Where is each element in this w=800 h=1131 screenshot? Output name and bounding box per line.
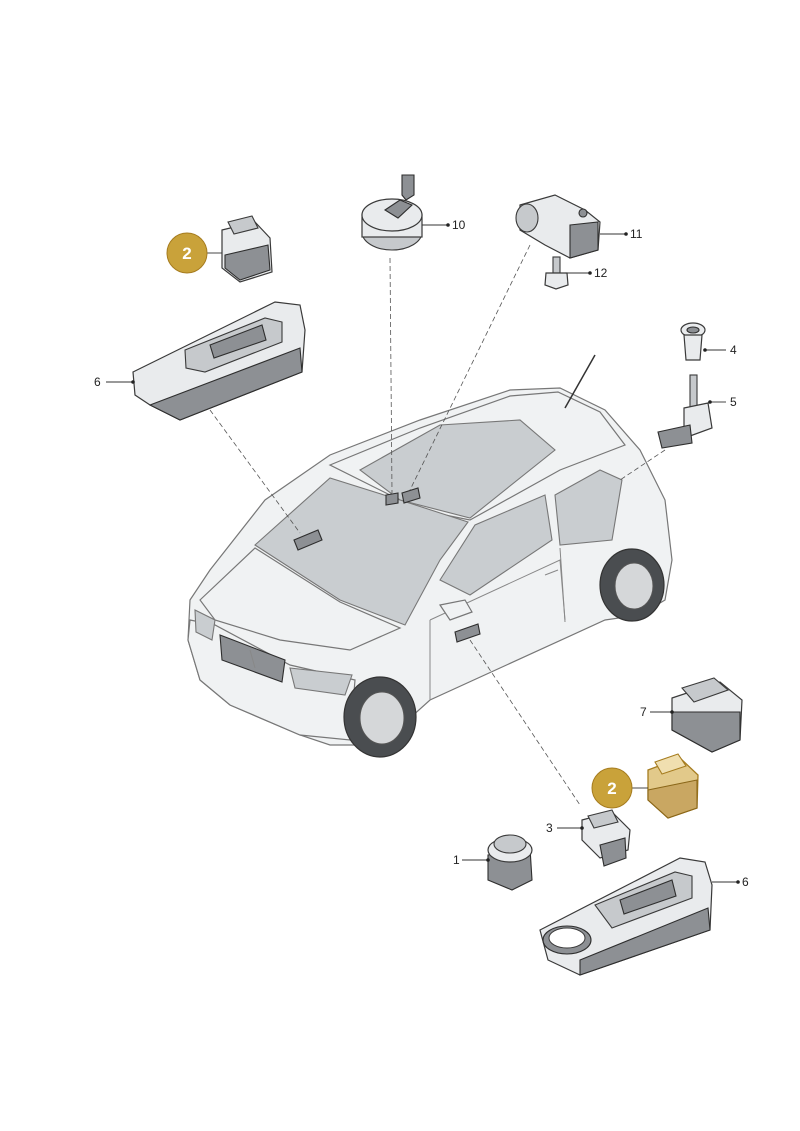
dashed-reference-lines xyxy=(209,244,666,806)
callout-10: 10 xyxy=(452,218,466,232)
part-6-switch-panel-bottom xyxy=(539,857,713,976)
part-7-switch xyxy=(671,677,743,753)
badge-2-top-label: 2 xyxy=(182,244,191,263)
badge-2-bottom-label: 2 xyxy=(607,779,616,798)
callout-11: 11 xyxy=(630,227,643,241)
front-side-window xyxy=(439,494,553,596)
part-4-cap xyxy=(680,322,706,361)
windshield xyxy=(254,477,469,626)
part-3-switch xyxy=(581,809,631,867)
part-2-switch-highlighted xyxy=(647,753,699,819)
part-2-switch-top xyxy=(221,215,273,283)
part-11-motor xyxy=(515,194,601,259)
badge-2-top: 2 xyxy=(166,232,208,274)
car-illustration xyxy=(187,354,673,758)
part-12-screw xyxy=(544,256,569,290)
callout-4: 4 xyxy=(730,343,737,357)
badge-2-bottom: 2 xyxy=(591,767,633,809)
callout-12: 12 xyxy=(594,266,608,280)
part-5-sensor xyxy=(657,374,713,449)
callout-1: 1 xyxy=(453,853,460,867)
callout-7: 7 xyxy=(640,705,647,719)
rear-side-window xyxy=(554,469,623,546)
callout-6-top: 6 xyxy=(94,375,101,389)
part-10-rotary-switch xyxy=(361,174,423,251)
part-6-switch-panel-top xyxy=(132,301,306,421)
leader-lines xyxy=(106,223,740,884)
part-1-mirror-knob xyxy=(487,834,533,891)
callout-6-bottom: 6 xyxy=(742,875,749,889)
callout-5: 5 xyxy=(730,395,737,409)
callout-3: 3 xyxy=(546,821,553,835)
